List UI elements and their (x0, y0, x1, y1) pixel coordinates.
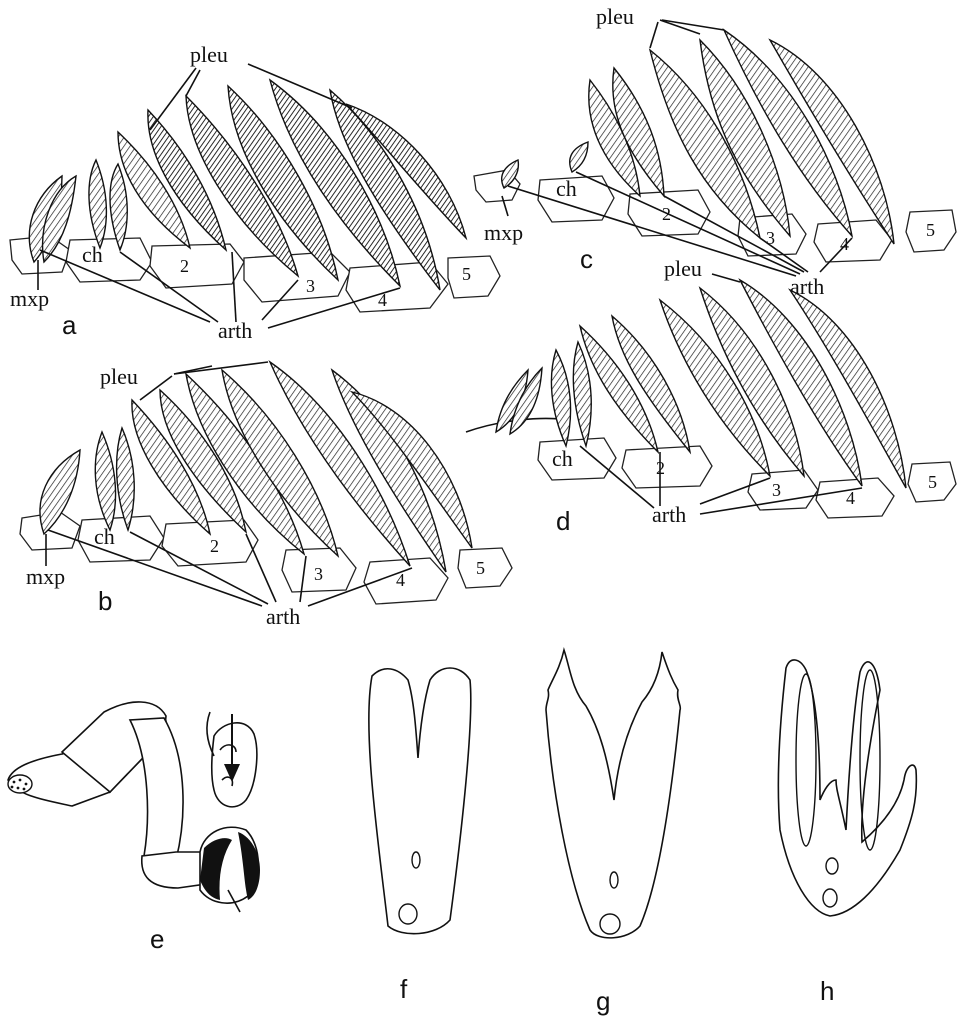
panel-a-label-ch: ch (82, 242, 103, 267)
panel-a-letter: a (62, 310, 77, 340)
panel-a-label-pleu: pleu (190, 42, 228, 67)
panel-h-pore-upper (826, 858, 838, 874)
panel-c-segment-label-4: 4 (840, 234, 849, 254)
panel-d-gill-ch-1 (551, 350, 570, 446)
panel-b-segment-label-4: 4 (396, 570, 405, 590)
panel-b-label-ch: ch (94, 524, 115, 549)
panel-a-label-mxp: mxp (10, 286, 49, 311)
panel-c-segment-4 (814, 220, 892, 262)
panel-c-letter: c (580, 244, 593, 274)
panel-a: pleu ch mxp arth 2 3 4 5 a (10, 42, 500, 343)
panel-g-lamina (546, 650, 680, 938)
panel-c-segment-label-3: 3 (766, 228, 775, 248)
panel-d-segment-4 (816, 478, 894, 518)
panel-c-segment-label-2: 2 (662, 204, 671, 224)
panel-f-pore-lower (399, 904, 417, 924)
panel-e-basal-ring (142, 852, 206, 888)
panel-d: pleu ch arth 2 3 4 5 d (466, 256, 956, 536)
panel-h-pore-lower (823, 889, 837, 907)
panel-c-segment-label-5: 5 (926, 220, 935, 240)
panel-a-pleu-line-2 (186, 70, 200, 96)
panel-e: e (8, 702, 260, 954)
panel-a-pleu-line-3 (248, 64, 352, 108)
panel-c-label-ch: ch (556, 176, 577, 201)
panel-d-segment-ch (538, 438, 616, 480)
panel-f-pore-upper (412, 852, 420, 868)
panel-b-pleu-line-2 (174, 362, 268, 374)
panel-a-segment-label-3: 3 (306, 276, 315, 296)
panel-d-segment-label-4: 4 (846, 488, 855, 508)
panel-a-gill-ch-1 (89, 160, 106, 248)
panel-d-segment-label-3: 3 (772, 480, 781, 500)
panel-a-gill-ch-2 (110, 164, 127, 250)
panel-b-label-mxp: mxp (26, 564, 65, 589)
panel-c: pleu ch mxp arth 2 3 4 5 c (474, 4, 956, 299)
panel-b-segment-label-5: 5 (476, 558, 485, 578)
panel-f-lamina (369, 668, 471, 934)
panel-g: g (546, 650, 680, 1016)
panel-a-label-arth: arth (218, 318, 252, 343)
panel-e-dactyl-tip (8, 775, 32, 793)
panel-d-segment-label-2: 2 (656, 458, 665, 478)
panel-b-segment-5 (458, 548, 512, 588)
panel-e-letter: e (150, 924, 164, 954)
panel-d-pleu-line-1 (712, 274, 740, 282)
panel-b-label-pleu: pleu (100, 364, 138, 389)
panel-c-label-mxp: mxp (484, 220, 523, 245)
panel-h: h (778, 660, 916, 1006)
panel-a-segment-ch (66, 238, 152, 282)
panel-b-arth-line-3 (246, 534, 276, 602)
panel-d-label-pleu: pleu (664, 256, 702, 281)
panel-a-segment-label-5: 5 (462, 264, 471, 284)
panel-d-segment-2 (622, 446, 712, 488)
panel-b-segment-label-2: 2 (210, 536, 219, 556)
panel-b-segment-label-3: 3 (314, 564, 323, 584)
panel-e-proximal-limb (130, 718, 183, 860)
panel-g-letter: g (596, 986, 610, 1016)
panel-d-letter: d (556, 506, 570, 536)
panel-f-letter: f (400, 974, 408, 1004)
panel-h-letter: h (820, 976, 834, 1006)
panel-c-gill-ch (570, 142, 588, 172)
panel-a-segment-label-4: 4 (378, 290, 387, 310)
panel-g-pore-lower (600, 914, 620, 934)
panel-c-label-pleu: pleu (596, 4, 634, 29)
panel-c-pleu-line-1 (650, 22, 658, 48)
panel-b: pleu ch mxp arth 2 3 4 5 b (20, 362, 512, 629)
panel-a-segment-label-2: 2 (180, 256, 189, 276)
panel-b-letter: b (98, 586, 112, 616)
panel-d-label-ch: ch (552, 446, 573, 471)
panel-a-segment-5 (448, 256, 500, 298)
panel-b-label-arth: arth (266, 604, 300, 629)
panel-b-gill-ch-2 (117, 428, 135, 530)
panel-a-segment-2 (150, 244, 244, 288)
panel-b-gill-ch-1 (95, 432, 115, 530)
panel-d-label-arth: arth (652, 502, 686, 527)
panel-c-pleu-line-3 (662, 20, 724, 30)
panel-d-segment-label-5: 5 (928, 472, 937, 492)
panel-d-gill-ch-2 (573, 342, 591, 446)
panel-f: f (369, 668, 471, 1004)
panel-g-pore-upper (610, 872, 618, 888)
